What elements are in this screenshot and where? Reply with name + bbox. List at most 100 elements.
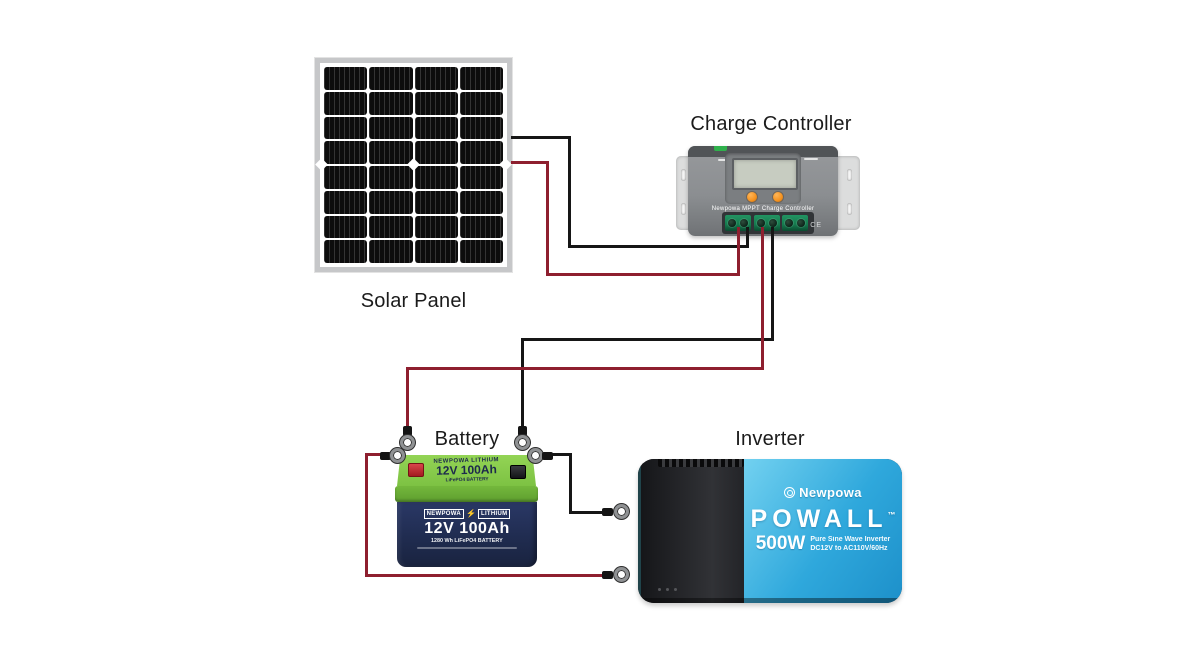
terminal-block-solar: [725, 215, 751, 231]
ring-terminal-battery-positive-post: [380, 448, 408, 464]
wire-segment-red: [365, 574, 606, 577]
charge-controller: Newpowa MPPT Charge Controller CE: [676, 146, 860, 238]
ring-terminal-battery-negative-post: [528, 448, 556, 464]
solar-cell: [459, 215, 503, 239]
trademark-symbol: ™: [887, 510, 896, 520]
battery-negative-terminal: [510, 465, 526, 479]
wire-segment-red: [365, 453, 382, 456]
controller-button-right: [772, 191, 784, 203]
ring-terminal-battery-positive-lead: [400, 426, 416, 452]
newpowa-logo-icon: [784, 487, 796, 498]
solar-cell: [459, 116, 503, 140]
wire-segment-black: [568, 245, 749, 248]
solar-cell: [324, 116, 368, 140]
battery-label: Battery: [434, 428, 500, 450]
wire-segment-red: [546, 273, 740, 276]
ring-terminal-battery-negative-lead: [515, 426, 531, 452]
solar-cell: [459, 166, 503, 189]
lightning-bolt-icon: ⚡: [466, 509, 476, 518]
solar-cell: [414, 67, 458, 90]
battery-front-text: NEWPOWA ⚡ LITHIUM 12V 100Ah 1280 Wh LiFe…: [397, 509, 537, 567]
solar-cell: [414, 91, 458, 115]
inverter-tagline2: DC12V to AC110V/60Hz: [810, 544, 888, 552]
terminal-screw: [797, 219, 805, 227]
inverter-power: 500W: [755, 533, 806, 554]
terminal-block-load: [782, 215, 808, 231]
terminal-block-battery: [754, 215, 780, 231]
battery-body: NEWPOWA ⚡ LITHIUM 12V 100Ah 1280 Wh LiFe…: [397, 502, 537, 567]
solar-panel: [315, 58, 512, 272]
wire-segment-black: [521, 338, 524, 430]
solar-cell: [414, 141, 458, 164]
solar-cell: [324, 91, 368, 115]
solar-cell: [324, 67, 368, 90]
inverter: Newpowa POWALL™ 500W Pure Sine Wave Inve…: [638, 459, 902, 603]
charge-controller-label: Charge Controller: [690, 113, 852, 135]
battery-subtitle: 1280 Wh LiFePO4 BATTERY: [431, 538, 503, 544]
inverter-blue-section: [744, 459, 902, 603]
terminal-screw: [769, 219, 777, 227]
solar-cell: [369, 141, 413, 164]
inverter-edge-accent: [638, 459, 641, 603]
battery-brand-badge: NEWPOWA ⚡ LITHIUM: [423, 509, 511, 519]
terminal-screw: [740, 219, 748, 227]
solar-cell: [459, 141, 503, 164]
ce-mark: CE: [810, 222, 822, 229]
solar-cell: [369, 240, 413, 263]
battery-lid-front: [395, 486, 538, 502]
inverter-brand: Newpowa: [799, 485, 862, 500]
terminal-screw: [757, 219, 765, 227]
badge-brand: NEWPOWA: [423, 509, 465, 519]
battery: NEWPOWA LITHIUM 12V 100Ah LiFePO4 BATTER…: [394, 454, 540, 568]
controller-status-led: [714, 146, 727, 151]
solar-cell: [414, 116, 458, 140]
mounting-hole: [681, 169, 686, 181]
wire-segment-black: [771, 227, 774, 341]
mounting-hole: [681, 203, 686, 215]
solar-cell: [324, 190, 368, 214]
solar-cell: [324, 166, 368, 189]
inverter-label: Inverter: [735, 428, 805, 450]
battery-capacity: 12V 100Ah: [424, 520, 510, 537]
solar-cell: [414, 190, 458, 214]
wire-segment-black: [569, 453, 572, 514]
wire-segment-red: [406, 367, 409, 430]
wire-segment-red: [546, 161, 549, 276]
controller-brand-line: Newpowa MPPT Charge Controller: [711, 206, 815, 212]
solar-cell: [369, 67, 413, 90]
wire-segment-red: [365, 453, 368, 577]
spec-mark: [804, 158, 818, 160]
solar-cell: [414, 166, 458, 189]
inverter-indicator-dots: [658, 588, 677, 591]
solar-cell: [459, 190, 503, 214]
solar-cell: [369, 91, 413, 115]
battery-positive-terminal: [408, 463, 424, 477]
solar-panel-cells: [324, 67, 503, 263]
wire-segment-red: [511, 161, 549, 164]
inverter-model-text: POWALL: [750, 505, 888, 533]
lcd-screen: [732, 158, 798, 190]
solar-cell: [369, 215, 413, 239]
solar-cell: [324, 215, 368, 239]
solar-cell: [369, 116, 413, 140]
terminal-screw: [785, 219, 793, 227]
inverter-taglines: Pure Sine Wave Inverter DC12V to AC110V/…: [810, 535, 890, 553]
terminal-recess: [722, 212, 814, 234]
inverter-dark-section: [638, 459, 744, 603]
mounting-flange-right: [836, 156, 860, 230]
wire-segment-red: [737, 227, 740, 276]
spec-mark: [718, 159, 730, 161]
solar-cell: [459, 67, 503, 90]
battery-top-capacity: 12V 100Ah: [435, 462, 498, 478]
charge-controller-body: Newpowa MPPT Charge Controller CE: [688, 146, 838, 236]
battery-top-subtitle: LiFePO4 BATTERY: [445, 476, 489, 483]
solar-cell: [324, 240, 368, 263]
controller-button-left: [746, 191, 758, 203]
solar-cell: [369, 190, 413, 214]
inverter-model: POWALL™: [751, 507, 896, 532]
inverter-bottom-shadow: [638, 598, 902, 603]
wire-segment-red: [406, 367, 764, 370]
mounting-hole: [847, 203, 852, 215]
wire-segment-black: [552, 453, 572, 456]
